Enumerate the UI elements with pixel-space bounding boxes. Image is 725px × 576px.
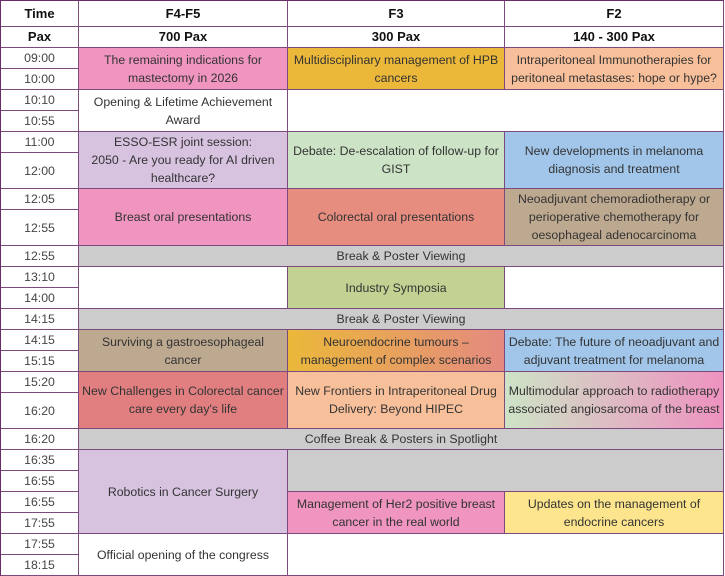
session-ai-line2: 2050 - Are you ready for AI driven healt… [91, 153, 275, 185]
empty-cell [505, 267, 724, 309]
session-colorectal-challenges: New Challenges in Colorectal cancer care… [79, 372, 288, 429]
time-cell: 16:35 [1, 450, 79, 471]
session-melanoma-debate: Debate: The future of neoadjuvant and ad… [505, 330, 724, 372]
time-cell: 12:55 [1, 210, 79, 246]
time-cell: 17:55 [1, 534, 79, 555]
header-room-f2: F2 [505, 1, 724, 27]
time-cell: 16:55 [1, 471, 79, 492]
session-hpb: Multidisciplinary management of HPB canc… [288, 48, 505, 90]
pax-f3: 300 Pax [288, 27, 505, 48]
session-her2: Management of Her2 positive breast cance… [288, 492, 505, 534]
time-cell: 15:15 [1, 351, 79, 372]
session-colorectal-oral: Colorectal oral presentations [288, 189, 505, 246]
session-hipec: New Frontiers in Intraperitoneal Drug De… [288, 372, 505, 429]
empty-cell [79, 267, 288, 309]
time-cell: 14:15 [1, 309, 79, 330]
time-cell: 16:55 [1, 492, 79, 513]
time-cell: 11:00 [1, 132, 79, 153]
time-cell: 14:15 [1, 330, 79, 351]
pax-label: Pax [1, 27, 79, 48]
time-cell: 10:55 [1, 111, 79, 132]
time-cell: 16:20 [1, 393, 79, 429]
session-industry-symposia: Industry Symposia [288, 267, 505, 309]
session-ai-line1: ESSO-ESR joint session: [113, 135, 253, 149]
time-cell: 12:00 [1, 153, 79, 189]
time-cell: 17:55 [1, 513, 79, 534]
empty-cell [288, 534, 724, 576]
session-endocrine: Updates on the management of endocrine c… [505, 492, 724, 534]
time-cell: 10:10 [1, 90, 79, 111]
session-gastroesophageal: Surviving a gastroesophageal cancer [79, 330, 288, 372]
break-poster-viewing-2: Break & Poster Viewing [79, 309, 724, 330]
time-cell: 13:10 [1, 267, 79, 288]
time-cell: 12:05 [1, 189, 79, 210]
time-cell: 12:55 [1, 246, 79, 267]
empty-cell [288, 90, 724, 132]
header-room-f3: F3 [288, 1, 505, 27]
session-ai-healthcare: ESSO-ESR joint session: 2050 - Are you r… [79, 132, 288, 189]
pax-f2: 140 - 300 Pax [505, 27, 724, 48]
break-poster-viewing: Break & Poster Viewing [79, 246, 724, 267]
time-cell: 18:15 [1, 555, 79, 576]
time-cell: 14:00 [1, 288, 79, 309]
session-melanoma: New developments in melanoma diagnosis a… [505, 132, 724, 189]
header-room-f4-f5: F4-F5 [79, 1, 288, 27]
header-time: Time [1, 1, 79, 27]
session-gist-debate: Debate: De-escalation of follow-up for G… [288, 132, 505, 189]
gray-block [288, 450, 724, 492]
session-opening-award: Opening & Lifetime Achievement Award [79, 90, 288, 132]
session-mastectomy: The remaining indications for mastectomy… [79, 48, 288, 90]
session-neuroendocrine: Neuroendocrine tumours – management of c… [288, 330, 505, 372]
session-neoadjuvant: Neoadjuvant chemoradiotherapy or periope… [505, 189, 724, 246]
pax-f4-f5: 700 Pax [79, 27, 288, 48]
time-cell: 15:20 [1, 372, 79, 393]
coffee-break: Coffee Break & Posters in Spotlight [79, 429, 724, 450]
time-cell: 10:00 [1, 69, 79, 90]
session-robotics: Robotics in Cancer Surgery [79, 450, 288, 534]
session-angiosarcoma: Multimodular approach to radiotherapy as… [505, 372, 724, 429]
session-immunotherapy: Intraperitoneal Immunotherapies for peri… [505, 48, 724, 90]
time-cell: 16:20 [1, 429, 79, 450]
session-breast-oral: Breast oral presentations [79, 189, 288, 246]
time-cell: 09:00 [1, 48, 79, 69]
session-official-opening: Official opening of the congress [79, 534, 288, 576]
